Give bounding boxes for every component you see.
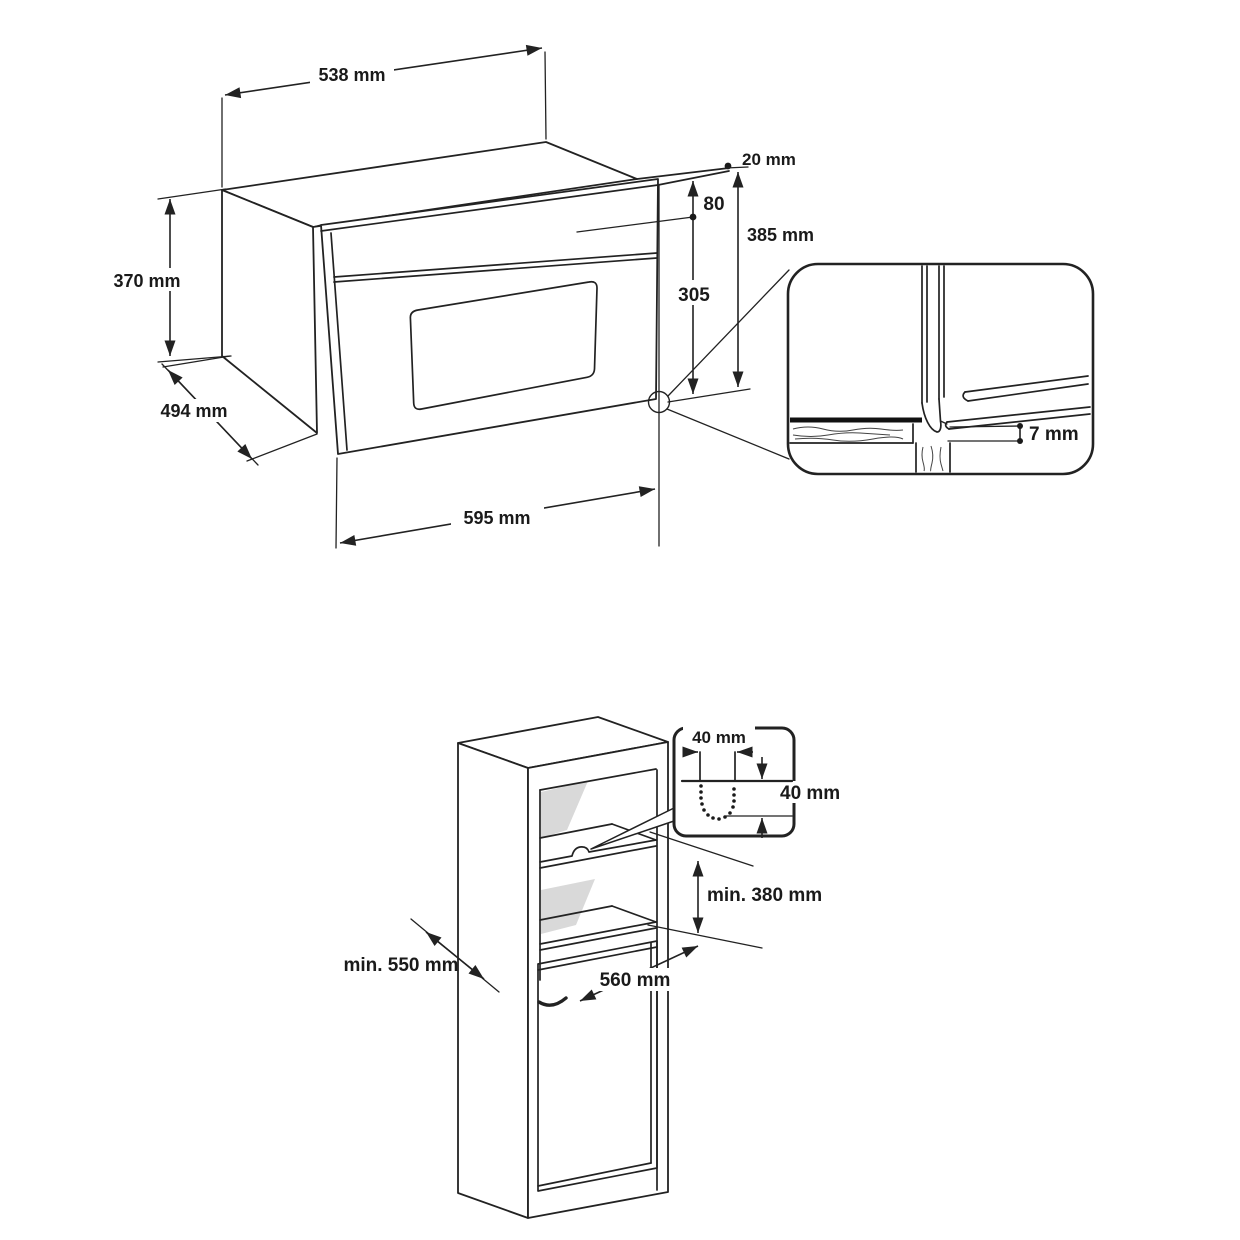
dimension-494: 494 mm [154,355,318,466]
dim-label-top-width: 538 mm [318,65,385,85]
dim-label-protrusion: 20 mm [742,150,796,169]
dim-label-depth: 494 mm [160,401,227,421]
cabinet-isometric-view: min. 380 mm min. 550 mm 560 mm [343,716,840,1219]
dim-label-niche-width: 560 mm [600,970,671,991]
cutout-dotted-outline [699,784,736,821]
cabinet-left-face [457,742,529,1219]
detail-inset-door-gap: 7 mm [786,262,1095,476]
dim-label-detail-gap: 7 mm [1029,424,1079,445]
dim-label-control-panel: 80 [703,194,724,215]
niche-back-reflection-lower [541,879,595,934]
oven-isometric-view: 538 mm 370 mm 494 mm 595 mm [106,44,1095,549]
dimension-right-stack: 20 mm 80 385 mm 305 [576,150,814,403]
cabinet-shelf-section [789,423,914,444]
oven-left-face [221,189,318,434]
detail-callout-circle [647,390,671,414]
detail-inset-cable-cutout: 40 mm 40 mm [672,724,840,838]
dim-label-cutout-width: 40 mm [692,728,746,747]
dim-label-front-width: 595 mm [463,508,530,528]
oven-door [320,178,659,455]
dim-label-niche-height: min. 380 mm [707,885,822,906]
dimension-min380: min. 380 mm [647,831,822,949]
niche-bottom-shelf [539,905,657,951]
dimension-cutout-depth: 40 mm [756,757,840,838]
dim-label-door-lower: 305 [678,285,710,306]
door-top-strip [636,167,730,180]
control-panel-band [333,252,658,278]
dim-dot-80 [689,213,697,221]
door-window [409,280,598,411]
dimension-370: 370 mm [106,188,232,363]
niche-back-reflection-upper [541,781,588,838]
dim-label-height: 370 mm [113,271,180,291]
dimension-min550: min. 550 mm [343,918,500,993]
dim-label-front-height: 385 mm [747,225,814,245]
dimension-cutout-width: 40 mm [682,728,753,758]
door-cross-section [921,265,945,433]
cabinet-front-edge-section [915,442,951,473]
dimension-7mm: 7 mm [947,423,1079,445]
dimension-595: 595 mm [335,184,660,549]
dim-label-niche-depth: min. 550 mm [343,955,458,976]
dimension-560: 560 mm [579,945,699,1002]
door-handle [537,996,568,1007]
dim-label-cutout-depth: 40 mm [780,783,840,804]
dimension-538: 538 mm [221,44,547,188]
